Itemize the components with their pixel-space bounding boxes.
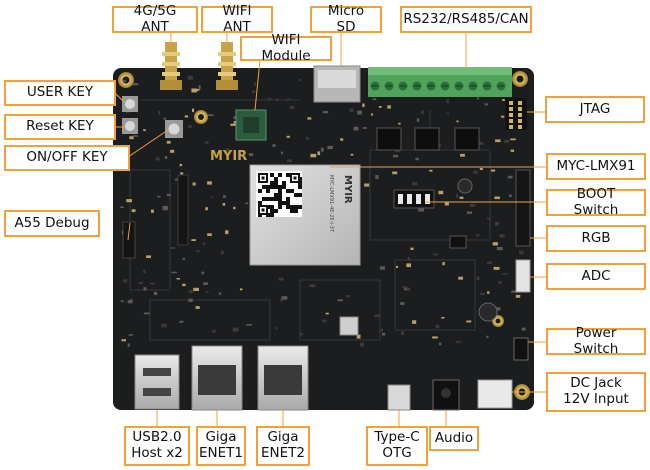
label-dc-jack: DC Jack 12V Input	[546, 372, 646, 412]
power-switch	[513, 337, 529, 361]
label-power-switch: Power Switch	[546, 325, 646, 356]
svg-text:MYIR: MYIR	[342, 175, 353, 204]
label-boot-switch: BOOT Switch	[546, 186, 646, 217]
terminal-block-rs232	[368, 67, 512, 97]
label-audio: Audio	[429, 426, 479, 451]
adc-connector	[515, 259, 531, 293]
pcb-silkscreen	[129, 99, 491, 341]
label-user-key: USER KEY	[4, 80, 116, 106]
ic-chip	[414, 127, 440, 151]
label-jtag: JTAG	[545, 96, 645, 123]
label-reset-key: Reset KEY	[4, 114, 116, 140]
label-adc: ADC	[546, 263, 646, 290]
qr-code	[256, 171, 302, 217]
label-wifi-module: WIFI Module	[240, 32, 332, 63]
ic-chip	[376, 127, 402, 151]
label-myc-lmx91: MYC-LMX91	[546, 153, 646, 180]
typec-port	[387, 384, 411, 411]
label-rgb: RGB	[546, 225, 646, 252]
label-micro-sd: Micro SD	[310, 3, 382, 34]
label-rs232-rs485-can: RS232/RS485/CAN	[400, 6, 532, 33]
label-typec-otg: Type-C OTG	[366, 426, 428, 466]
rj45-enet1	[191, 345, 243, 411]
svg-text:MYC-LMX91-4E-2E-I-3T: MYC-LMX91-4E-2E-I-3T	[328, 175, 334, 233]
ic-chip	[449, 235, 467, 249]
label-onoff-key: ON/OFF KEY	[4, 145, 130, 171]
rgb-connector	[515, 169, 531, 247]
ic-chip	[454, 127, 480, 151]
label-usb-host: USB2.0 Host x2	[124, 426, 190, 466]
boot-switch	[393, 189, 435, 209]
leader-lines	[115, 32, 546, 426]
mounting-holes	[118, 71, 530, 400]
debug-header	[122, 221, 136, 259]
onoff-key-button	[165, 120, 183, 138]
antenna-connector-wifi	[216, 42, 238, 90]
som-module: MYIR MYC-LMX91-4E-2E-I-3T	[249, 164, 361, 266]
ic-chip	[339, 316, 359, 336]
board-logo: MYIR	[210, 149, 247, 164]
reset-key-button	[122, 118, 138, 134]
label-giga-enet2: Giga ENET2	[256, 426, 310, 466]
dc-jack	[477, 379, 513, 409]
jtag-header	[505, 98, 527, 130]
label-4g5g-ant: 4G/5G ANT	[112, 3, 198, 34]
antenna-connector-4g5g	[160, 42, 182, 90]
user-key-button	[122, 96, 138, 112]
label-giga-enet1: Giga ENET1	[196, 426, 246, 466]
rj45-enet2	[257, 345, 309, 411]
label-a55-debug: A55 Debug	[4, 210, 100, 237]
usb-host-ports	[134, 354, 180, 410]
label-wifi-ant: WIFI ANT	[201, 3, 273, 34]
